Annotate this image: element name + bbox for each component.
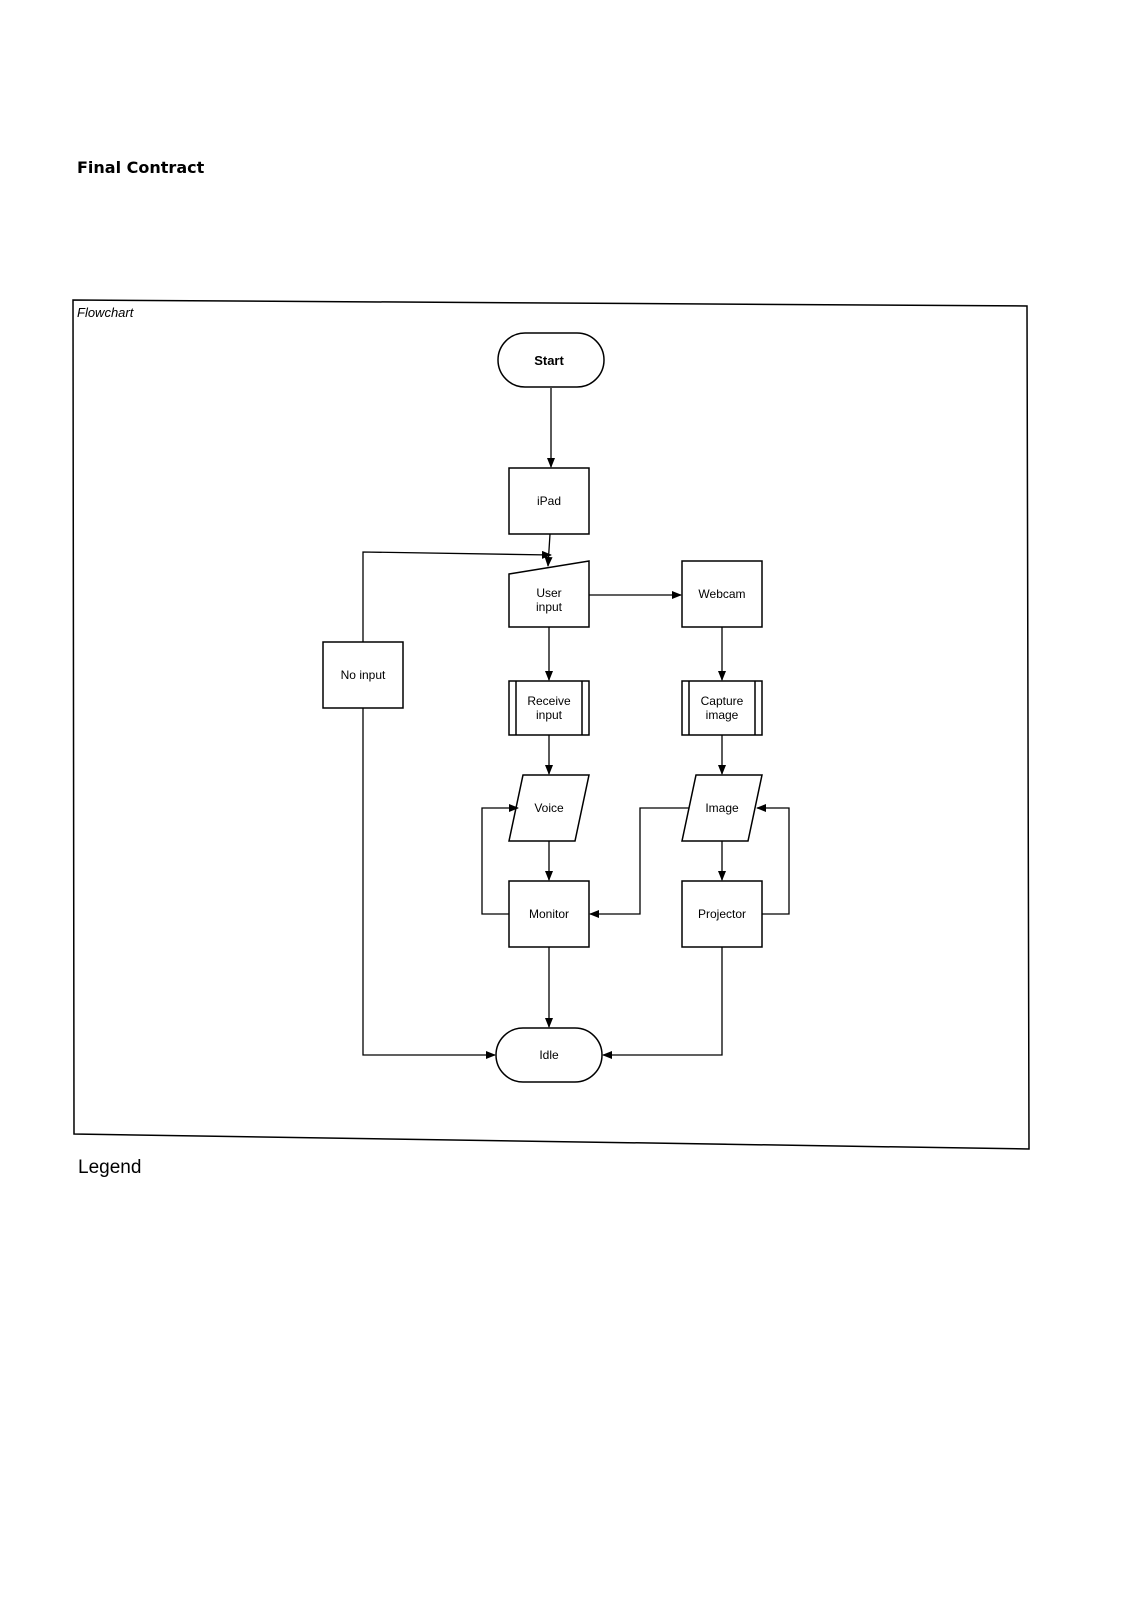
- page-title: Final Contract: [77, 158, 205, 177]
- node-user-input[interactable]: User input: [508, 560, 590, 628]
- node-capture-image-label-line2: image: [706, 708, 739, 722]
- edge-monitor-voice-loop: [481, 804, 519, 915]
- legend-label: Legend: [78, 1157, 142, 1178]
- node-start-label: Start: [534, 353, 564, 368]
- node-projector-label: Projector: [698, 907, 746, 921]
- node-idle-label: Idle: [539, 1048, 559, 1062]
- node-receive-input-label-line2: input: [536, 708, 563, 722]
- frame-label: Flowchart: [77, 305, 135, 320]
- connectors: [362, 388, 790, 1059]
- node-monitor-label: Monitor: [529, 907, 569, 921]
- flowchart-frame: [72, 299, 1030, 1150]
- node-user-input-label-line2: input: [536, 600, 563, 614]
- node-ipad-label: iPad: [537, 494, 561, 508]
- node-no-input[interactable]: No input: [322, 641, 404, 709]
- node-idle[interactable]: Idle: [495, 1027, 603, 1083]
- node-capture-image-label-line1: Capture: [701, 694, 744, 708]
- edge-projector-image-loop: [756, 804, 790, 915]
- node-start[interactable]: Start: [497, 332, 605, 388]
- node-user-input-label-line1: User: [536, 586, 561, 600]
- edge-no-input-user-input: [362, 550, 552, 642]
- edge-no-input-idle: [362, 708, 496, 1059]
- node-receive-input-label-line1: Receive: [527, 694, 571, 708]
- node-projector[interactable]: Projector: [681, 880, 763, 948]
- node-image[interactable]: Image: [681, 774, 763, 842]
- edge-ipad-user-input: [544, 533, 553, 567]
- edge-projector-idle: [602, 947, 723, 1059]
- node-image-label: Image: [705, 801, 739, 815]
- node-receive-input[interactable]: Receive input: [508, 680, 590, 736]
- node-voice-label: Voice: [534, 801, 564, 815]
- node-voice[interactable]: Voice: [508, 774, 590, 842]
- node-webcam-label: Webcam: [698, 587, 745, 601]
- node-webcam[interactable]: Webcam: [681, 560, 763, 628]
- node-no-input-label: No input: [341, 668, 386, 682]
- node-ipad[interactable]: iPad: [508, 467, 590, 535]
- node-monitor[interactable]: Monitor: [508, 880, 590, 948]
- node-capture-image[interactable]: Capture image: [681, 680, 763, 736]
- edge-image-monitor: [589, 807, 689, 918]
